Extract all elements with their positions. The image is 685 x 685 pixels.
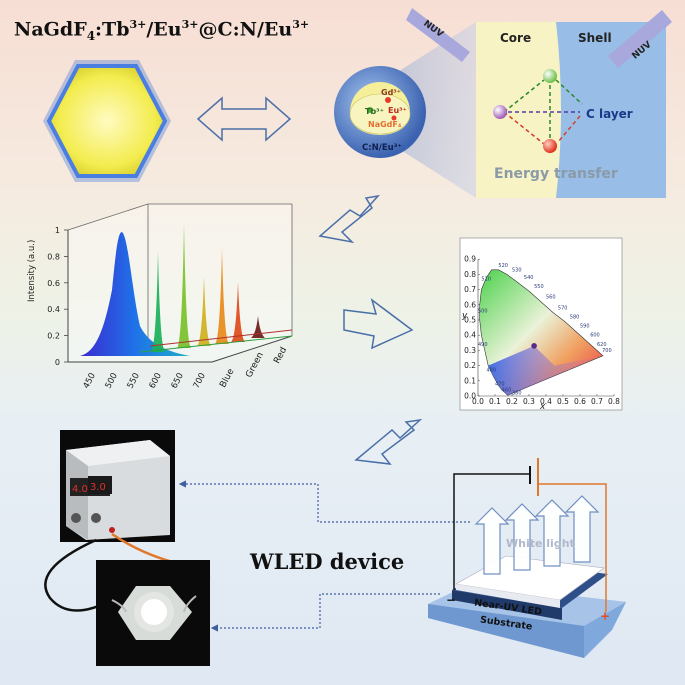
wled-device-label: WLED device <box>250 549 405 574</box>
cie-wavelength-label: 570 <box>558 305 568 311</box>
svg-text:4.0: 4.0 <box>72 484 88 495</box>
cie-wavelength-label: 700 <box>602 348 612 354</box>
spectrum-xtick-label: 450 <box>82 371 98 390</box>
cie-ytick-label: 0.6 <box>464 300 476 309</box>
spectrum-ytick-label: 0.6 <box>47 279 60 288</box>
cie-ytick-label: 0.3 <box>464 346 476 355</box>
cie-xtick-label: 0.1 <box>489 397 501 406</box>
gd-label: Gd³⁺ <box>381 88 401 97</box>
cie-wavelength-label: 460 <box>502 387 512 393</box>
minus-terminal: − <box>446 593 456 607</box>
tb-label: Tb³⁺ <box>365 107 384 116</box>
flow-arrow-3-icon <box>354 418 423 465</box>
dotted-connector-top <box>178 480 470 523</box>
cie-wavelength-label: 520 <box>498 263 508 269</box>
cie-ytick-label: 0.8 <box>464 270 476 279</box>
cie-xtick-label: 0.8 <box>608 397 620 406</box>
cie-wavelength-label: 380 <box>512 390 522 396</box>
cie-wavelength-label: 550 <box>534 284 544 290</box>
c-layer-label: C layer <box>586 107 633 121</box>
cie-ytick-label: 0.2 <box>464 361 476 370</box>
cie-xtick-label: 0.4 <box>540 397 552 406</box>
cie-wavelength-label: 530 <box>512 267 522 273</box>
spectrum-ylabel: Intensity (a.u.) <box>27 240 37 302</box>
spectrum-xtick-label: 700 <box>192 371 208 390</box>
cie-xtick-label: 0.0 <box>472 397 484 406</box>
flow-arrow-2-icon <box>343 298 414 350</box>
spectrum-ytick-label: 0.2 <box>47 332 60 341</box>
spectrum-xtick-label: 600 <box>148 371 164 390</box>
cie-wavelength-label: 590 <box>580 324 590 330</box>
spectrum-ytick-label: 0.8 <box>47 252 60 261</box>
cie-wavelength-label: 500 <box>478 308 488 314</box>
series-label-blue: Blue <box>218 367 236 390</box>
spectrum-peak-blue <box>80 232 190 356</box>
cie-ytick-label: 0.4 <box>464 331 476 340</box>
energy-transfer-label: Energy transfer <box>494 166 618 182</box>
cie-xtick-label: 0.7 <box>591 397 603 406</box>
plus-terminal: + <box>600 609 610 623</box>
cie-wavelength-label: 600 <box>590 333 600 339</box>
shell-label: Shell <box>578 31 612 45</box>
black-wire <box>44 538 113 612</box>
spectrum-xtick-label: 650 <box>170 371 186 390</box>
cie-ytick-label: 0.5 <box>464 316 476 325</box>
cie-xtick-label: 0.3 <box>523 397 535 406</box>
core-shell-sphere: Gd³⁺ Tb³⁺ Eu³⁺ NaGdF₄ C:N/Eu³⁺ <box>334 66 426 158</box>
core-material-label: NaGdF₄ <box>368 120 402 129</box>
zoom-beam <box>382 22 476 198</box>
dotted-connector-bottom <box>210 593 440 632</box>
spectrum-xtick-label: 550 <box>126 371 142 390</box>
cie-wavelength-label: 620 <box>597 342 607 348</box>
cie-xtick-label: 0.5 <box>557 397 569 406</box>
cie-wavelength-label: 540 <box>524 275 534 281</box>
cie-ylabel: y <box>461 311 468 321</box>
spectrum-peak <box>151 252 165 352</box>
cie-wavelength-label: 470 <box>495 381 505 387</box>
flow-arrow-1-icon <box>318 194 380 244</box>
cie-ytick-label: 0.1 <box>464 376 476 385</box>
emission-spectrum-plot: 0 0.2 0.4 0.6 0.8 1 450 500 550 600 650 700 Intens… <box>27 203 293 390</box>
cie-wavelength-label: 490 <box>478 342 488 348</box>
wled-device-schematic: Near-UV LED Substrate White light − + <box>428 458 626 658</box>
glowing-hexagon-icon <box>43 60 171 182</box>
spectrum-ytick-label: 1 <box>55 226 60 235</box>
cie-ytick-label: 0.0 <box>464 392 476 401</box>
series-label-green: Green <box>244 351 266 380</box>
page-title: NaGdF4:Tb3+/Eu3+@C:N/Eu3+ <box>14 18 310 44</box>
white-light-label: White light <box>506 537 575 550</box>
white-light-arrows-icon <box>474 495 600 575</box>
eu-label: Eu³⁺ <box>388 106 407 115</box>
spectrum-peak <box>231 282 245 342</box>
spectrum-xtick-label: 500 <box>104 371 120 390</box>
cie-xlabel: x <box>539 402 546 412</box>
core-label: Core <box>500 31 531 45</box>
cie-ytick-label: 0.9 <box>464 255 476 264</box>
spectrum-peak <box>197 276 211 346</box>
shell-material-label: C:N/Eu³⁺ <box>362 143 402 153</box>
spectrum-peak <box>177 224 191 348</box>
cie-coordinate-point <box>531 343 537 349</box>
cie-wavelength-label: 480 <box>487 368 497 374</box>
led-photo <box>96 560 210 666</box>
svg-text:3.0: 3.0 <box>90 482 106 493</box>
cie-chromaticity-chart: 0.0 0.1 0.2 0.3 0.4 0.5 0.6 0.7 0.8 0.0 0.1 0.2 0.3 0… <box>459 237 623 412</box>
cie-wavelength-label: 560 <box>546 295 556 301</box>
cie-xtick-label: 0.6 <box>574 397 586 406</box>
cie-wavelength-label: 580 <box>570 314 580 320</box>
spectrum-peak <box>215 248 229 344</box>
cie-ytick-label: 0.7 <box>464 285 476 294</box>
spectrum-ytick-label: 0.4 <box>47 305 60 314</box>
cie-wavelength-label: 510 <box>481 276 491 282</box>
power-supply-photo: 4.0 3.0 <box>60 430 175 542</box>
series-label-red: Red <box>272 346 289 366</box>
double-arrow-icon <box>196 96 292 142</box>
spectrum-ytick-label: 0 <box>55 358 60 367</box>
spectrum-peak <box>251 316 265 338</box>
cie-xtick-label: 0.2 <box>506 397 518 406</box>
